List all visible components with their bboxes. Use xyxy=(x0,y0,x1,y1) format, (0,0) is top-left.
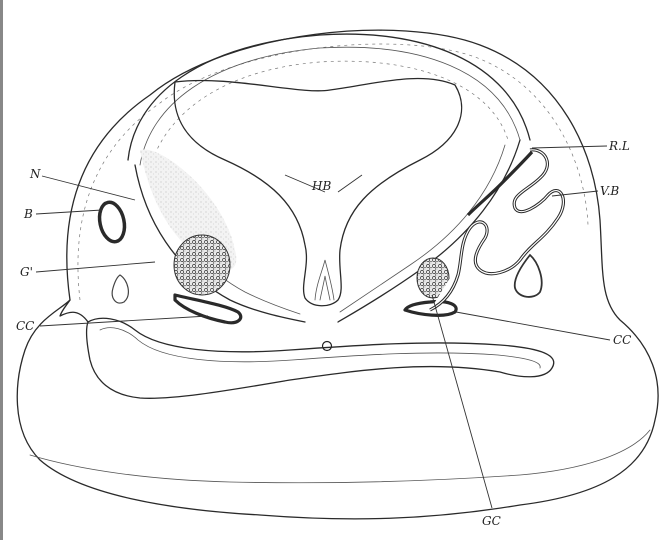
neural-tube-hatching xyxy=(150,61,508,168)
vesicle-left-small xyxy=(112,275,128,303)
label-hb: HB xyxy=(311,179,331,193)
label-cc-right: CC xyxy=(613,333,631,347)
coelomic-canal-left xyxy=(175,295,241,323)
leader-g-prime xyxy=(36,262,155,272)
vesicle-left-b xyxy=(96,200,128,244)
leader-b-left xyxy=(36,210,102,214)
label-g-prime: G' xyxy=(20,265,33,279)
label-vb: V.B xyxy=(600,184,619,198)
lower-body-fold xyxy=(30,430,650,483)
leader-cc-left xyxy=(40,316,208,326)
label-gc: GC xyxy=(482,514,501,528)
label-n: N xyxy=(29,167,41,181)
hind-brain-lumen xyxy=(320,276,330,300)
page-edge xyxy=(0,0,3,540)
label-b-left: B xyxy=(23,207,33,221)
outer-body-outline xyxy=(17,30,658,519)
label-rl: R.L xyxy=(608,139,630,153)
notochord xyxy=(323,342,332,351)
neural-tube-membrane-inner xyxy=(140,47,520,165)
leader-gc xyxy=(432,295,492,508)
leader-lines xyxy=(36,146,610,508)
body-notch-left xyxy=(60,300,88,322)
neural-tube-membrane xyxy=(128,34,530,160)
ganglion-left xyxy=(174,235,230,295)
leader-cc-right xyxy=(456,312,610,340)
label-cc-left: CC xyxy=(16,319,34,333)
leader-n xyxy=(42,176,135,200)
